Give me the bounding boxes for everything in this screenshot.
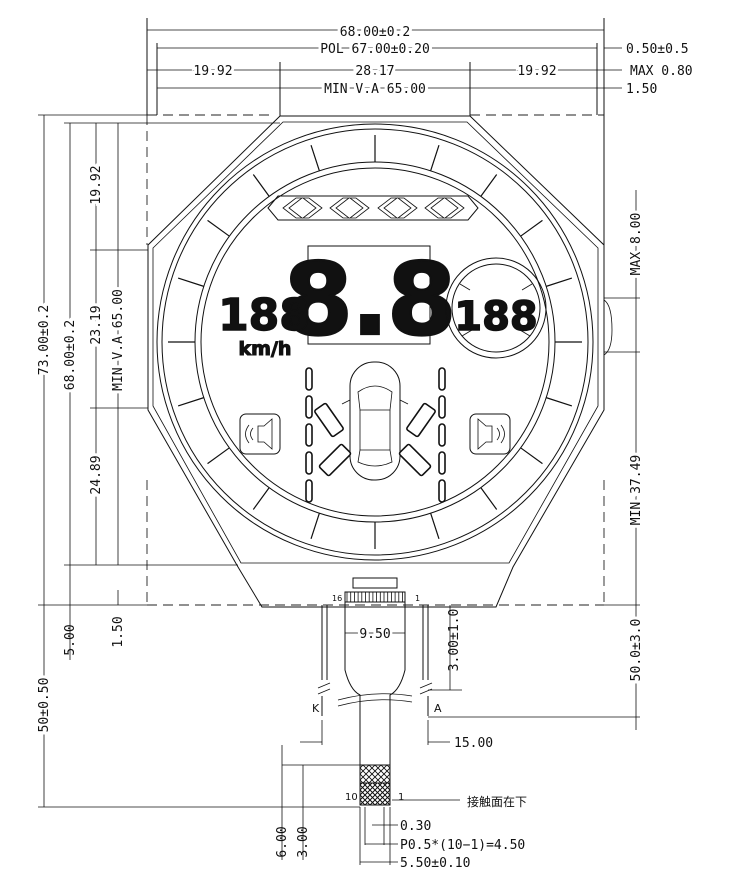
speed-display: 8.8 [282, 240, 457, 359]
left-dimensions: 73.00±0.2 68.00±0.2 19.92 23.19 MIN V.A … [34, 114, 360, 808]
ring-divider [207, 447, 230, 465]
outer-ring [156, 123, 594, 561]
inner-ring [200, 167, 550, 517]
direction-indicators [267, 195, 479, 221]
ring-divider [520, 447, 543, 465]
round-digits: 188 [454, 294, 538, 340]
dim-left-bottom: 24.89 [89, 455, 104, 494]
ring-divider [252, 487, 270, 510]
dim-fpc-width: 9.50 [359, 627, 390, 642]
dim-view-width: MIN V.A 65.00 [324, 82, 426, 97]
dim-wire-spacing: 15.00 [454, 736, 493, 751]
dim-right-fpc: 50.0±3.0 [629, 619, 644, 682]
dim-right-small: 1.50 [626, 82, 657, 97]
dim-tip-3: 3.00 [296, 826, 311, 857]
speaker-left-icon [239, 413, 281, 455]
car-icon [341, 361, 409, 481]
side-notch [603, 299, 613, 356]
pin-10-label: 10 [345, 792, 358, 803]
ring-divider [177, 397, 204, 407]
ring-divider [310, 513, 320, 540]
ring-divider [430, 144, 440, 171]
right-dimensions: MAX 8.00 MIN 37.49 50.0±3.0 3.00±1.0 [428, 190, 647, 730]
dim-right-min: MIN 37.49 [629, 455, 644, 525]
dim-pad-width: 0.30 [400, 819, 431, 834]
dim-left-small: 1.50 [111, 616, 126, 647]
pin-16-label: 16 [332, 594, 342, 603]
dim-overall-width: 68.00±0.2 [340, 25, 410, 40]
ring-divider [430, 513, 440, 540]
pin-1b-label: 1 [398, 792, 404, 803]
dim-top-center: 28.17 [355, 64, 394, 79]
dim-view-height: MIN V.A 65.00 [111, 289, 126, 391]
left-bar-segments [305, 367, 313, 503]
pin-1-label: 1 [415, 594, 420, 603]
ring-divider [546, 277, 573, 287]
small-digits: 188 [218, 290, 310, 341]
ring-inner-edge [194, 161, 556, 523]
dim-left-mid: 23.19 [89, 305, 104, 344]
right-bar-segments [438, 367, 446, 503]
dim-tip-6: 6.00 [275, 826, 290, 857]
big-digits: 8.8 [283, 241, 454, 358]
wire-a-label: A [434, 702, 442, 715]
ring-divider [520, 219, 543, 237]
dim-left-top: 19.92 [89, 165, 104, 204]
fpc-connector: 16 1 [332, 577, 420, 806]
dim-glass-height: 68.00±0.2 [63, 320, 78, 390]
speaker-right-icon [469, 413, 511, 455]
dim-pol-width: POL 67.00±0.20 [320, 42, 430, 57]
dim-wire-offset: 3.00±1.0 [447, 609, 462, 672]
dim-left-fpc: 5.00 [63, 624, 78, 655]
dim-right-max-8: MAX 8.00 [629, 213, 644, 276]
ring-divider [546, 397, 573, 407]
dim-tail-width: 5.50±0.10 [400, 856, 470, 871]
panel-outline [147, 115, 605, 608]
dim-fpc-length: 50±0.50 [37, 678, 52, 733]
parking-sensors [314, 402, 436, 477]
dim-overall-height: 73.00±0.2 [37, 305, 52, 375]
ring-divider [480, 174, 498, 197]
wire-k: K [312, 605, 331, 716]
top-dimensions: 68.00±0.2 POL 67.00±0.20 19.92 28.17 19.… [146, 18, 693, 245]
ring-divider [207, 219, 230, 237]
small-digit-display: 188 km/h [217, 289, 310, 360]
wire-a: A [419, 605, 442, 716]
fpc-dimensions: 9.50 15.00 6.00 3.00 0.30 P0.5*(10−1)=4.… [275, 625, 527, 872]
ring-divider [310, 144, 320, 171]
wire-k-label: K [312, 702, 320, 715]
dim-right-max: MAX 0.80 [630, 64, 693, 79]
dim-top-left: 19.92 [193, 64, 232, 79]
dim-pitch: P0.5*(10−1)=4.50 [400, 838, 525, 853]
ring-segments [168, 135, 582, 549]
dim-right-offset: 0.50±0.5 [626, 42, 689, 57]
outer-ring-inner [161, 128, 589, 556]
ring-divider [252, 174, 270, 197]
ring-divider [480, 487, 498, 510]
ring-divider [177, 277, 204, 287]
dim-top-right: 19.92 [517, 64, 556, 79]
round-digit-display: 188 [445, 257, 547, 359]
unit-label: km/h [239, 338, 292, 360]
contact-note: 接触面在下 [467, 794, 527, 809]
